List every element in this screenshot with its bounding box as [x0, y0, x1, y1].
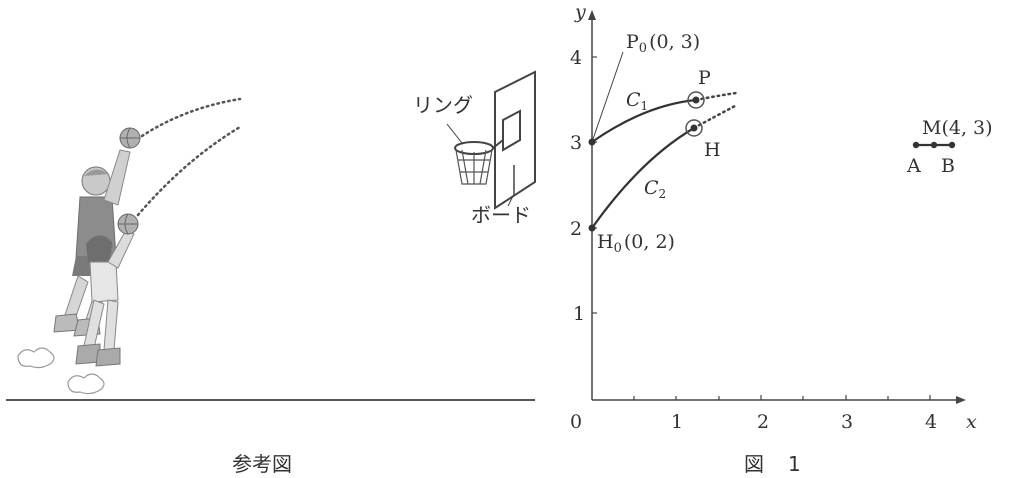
p0-label: P0(0, 3) — [626, 31, 700, 56]
lower-trajectory — [136, 125, 242, 217]
reference-caption: 参考図 — [232, 452, 292, 476]
y-axis-arrow — [588, 10, 596, 20]
p-label: P — [698, 67, 711, 89]
origin-label: 0 — [570, 411, 582, 433]
upper-trajectory — [140, 97, 242, 138]
backboard — [494, 70, 536, 210]
x-tick-label: 2 — [757, 411, 769, 433]
x-tick-label: 3 — [841, 411, 853, 433]
curve-c2-dotted — [692, 104, 737, 130]
point-p0 — [588, 138, 596, 146]
point-h — [690, 124, 698, 132]
short-player — [75, 213, 139, 367]
point-h0 — [588, 224, 596, 232]
axis-ticks — [592, 56, 931, 400]
x-tick-label: 1 — [671, 411, 683, 433]
point-b — [948, 141, 956, 149]
point-h-ring — [685, 119, 703, 137]
h-label: H — [704, 139, 721, 161]
x-axis-arrow — [956, 396, 966, 404]
y-tick-label: 2 — [570, 218, 582, 240]
y-axis-label: y — [574, 1, 586, 23]
ring-pointer — [446, 123, 463, 144]
a-label: A — [906, 155, 921, 177]
point-p-ring — [687, 91, 705, 109]
c2-label: C2 — [644, 177, 666, 201]
board-label: ボード — [471, 203, 531, 227]
curve-c2 — [591, 127, 695, 229]
p0-pointer — [591, 51, 624, 143]
curve-c1 — [591, 98, 697, 143]
dust-cloud — [17, 347, 55, 369]
y-tick-label: 4 — [570, 47, 582, 69]
point-m — [930, 141, 938, 149]
y-tick-label: 3 — [570, 132, 582, 154]
net — [455, 149, 493, 185]
reference-illustration: リング ボード — [6, 70, 536, 401]
graph: 0 1 2 3 4 1 2 3 4 x y P0(0, 3) H0(0, 2) … — [570, 1, 993, 433]
b-label: B — [941, 155, 955, 177]
dust-cloud — [67, 373, 105, 395]
point-a — [912, 141, 920, 149]
h0-label: H0(0, 2) — [597, 231, 675, 256]
board-pointer — [507, 193, 515, 207]
x-axis-label: x — [966, 411, 977, 433]
ring-label: リング — [413, 93, 473, 117]
m-label: M(4, 3) — [922, 117, 993, 139]
y-tick-label: 1 — [573, 303, 585, 325]
c1-label: C1 — [626, 89, 648, 113]
figure-caption: 図 1 — [744, 452, 803, 476]
x-tick-label: 4 — [925, 411, 937, 433]
basket-hoop: リング ボード — [413, 70, 536, 227]
point-p — [692, 96, 700, 104]
